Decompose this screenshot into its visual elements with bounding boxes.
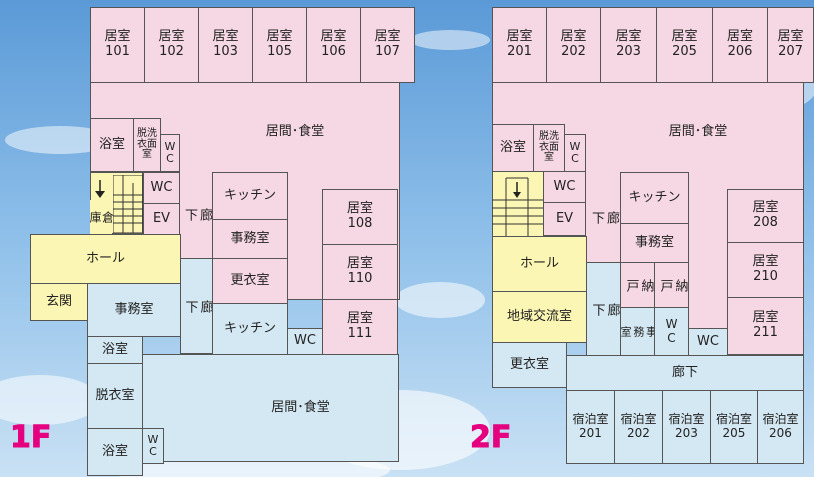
storage-a-2f: 納 戸 [620,262,655,308]
dressing-room-1f: 脱衣室 [87,363,143,429]
community-room-2f: 地域交流室 [492,291,587,343]
kitchen-lower-1f: キッチン [212,303,288,355]
storage-1f: 倉 庫 [88,200,115,234]
bath-lower-1f: 浴室 [87,336,143,364]
hall-2f: ホール [492,236,587,292]
office-1f: 事務室 [212,219,288,259]
washroom-2f: 脱洗 衣面 室 [533,124,565,172]
kitchen-2f: キッチン [620,172,689,224]
elevator-1f: EV [143,203,180,235]
changing-room-2f: 更衣室 [492,342,567,388]
wc-small-1f: W C [160,134,180,172]
storage-b-2f: 納 戸 [654,262,689,308]
office-lower-1f: 事務室 [87,283,181,337]
wc-small-2f: W C [564,134,586,172]
kitchen-1f: キッチン [212,172,288,220]
wc-2f: WC [543,171,586,203]
wc-lower-1f: WC [287,328,323,355]
elevator-2f: EV [543,202,586,236]
wc-1f: WC [143,172,180,204]
washroom-1f: 脱洗 衣面 室 [133,118,161,172]
stairs-icon [113,175,143,233]
wc-bottom-1f: W C [142,428,164,464]
living-dining-lower-1f: 居間･食堂 [142,354,399,462]
corridor-2f: 廊 下 [586,172,620,262]
corridor-bottom-2f: 廊下 [566,355,804,391]
corridor-lower-1f: 廊 下 [180,258,213,354]
stairs-icon-2f [492,177,544,236]
entrance-1f: 玄関 [30,283,88,321]
floor-label-1f: 1F [9,420,52,456]
bath-1f: 浴室 [90,118,134,172]
office-2f: 事務室 [620,223,689,263]
bath-bottom-1f: 浴室 [87,428,143,476]
arrow-down-icon [95,180,105,198]
changing-room-1f: 更衣室 [212,258,288,304]
office-small-2f: 事 務 室 [619,307,657,356]
wc-mid-small-2f: W C [654,307,689,356]
floor-label-2f: 2F [469,420,512,456]
hall-1f: ホール [30,234,181,284]
bath-2f: 浴室 [492,124,534,172]
corridor-mid-2f: 廊 下 [586,262,621,356]
wc-mid-2f: WC [688,328,728,356]
corridor-1f: 廊 下 [180,170,212,258]
